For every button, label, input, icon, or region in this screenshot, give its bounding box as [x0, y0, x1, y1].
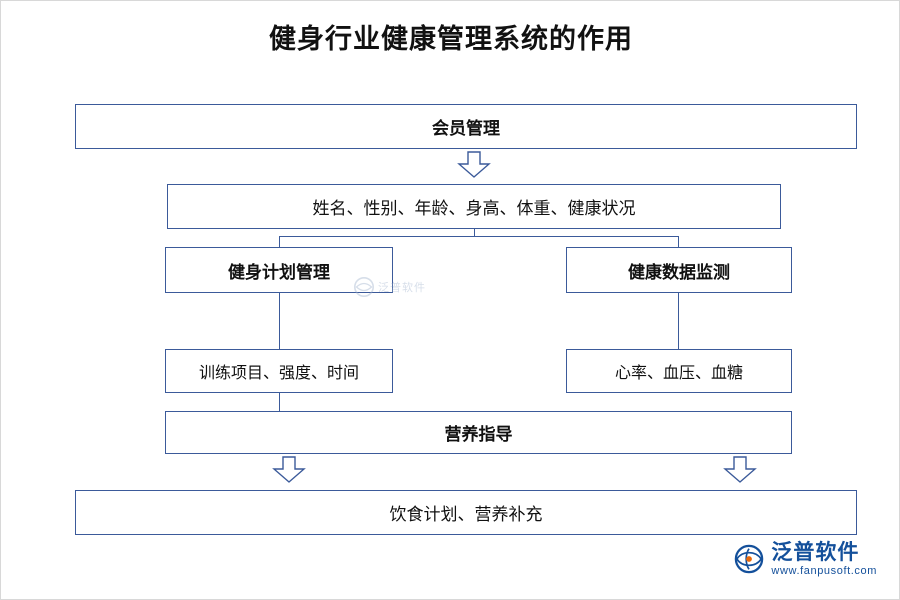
- node-member-fields: 姓名、性别、年龄、身高、体重、健康状况: [167, 184, 781, 229]
- node-nutrition-guidance: 营养指导: [165, 411, 792, 454]
- node-vitals-details: 心率、血压、血糖: [566, 349, 792, 393]
- connector-health-down: [678, 293, 680, 349]
- page-title: 健身行业健康管理系统的作用: [269, 24, 633, 54]
- arrow-down-icon: [723, 456, 757, 484]
- connector-branch-horizontal: [279, 236, 679, 238]
- node-diet-plan: 饮食计划、营养补充: [75, 490, 857, 535]
- connector-branch-left: [279, 236, 281, 247]
- connector-fields-down: [474, 229, 476, 237]
- fanpu-logo-icon: [735, 544, 764, 574]
- arrow-down-icon: [272, 456, 306, 484]
- connector-training-down: [279, 393, 281, 411]
- node-member-management: 会员管理: [75, 104, 857, 149]
- connector-plan-down: [279, 293, 281, 349]
- arrow-down-icon: [457, 151, 491, 179]
- node-health-data-monitoring: 健康数据监测: [566, 247, 792, 293]
- brand-logo: 泛普软件 www.fanpusoft.com: [734, 541, 877, 577]
- node-fitness-plan-management: 健身计划管理: [165, 247, 393, 293]
- logo-url: www.fanpusoft.com: [771, 564, 877, 577]
- connector-branch-right: [678, 236, 680, 247]
- node-training-details: 训练项目、强度、时间: [165, 349, 393, 393]
- logo-name: 泛普软件: [771, 541, 860, 565]
